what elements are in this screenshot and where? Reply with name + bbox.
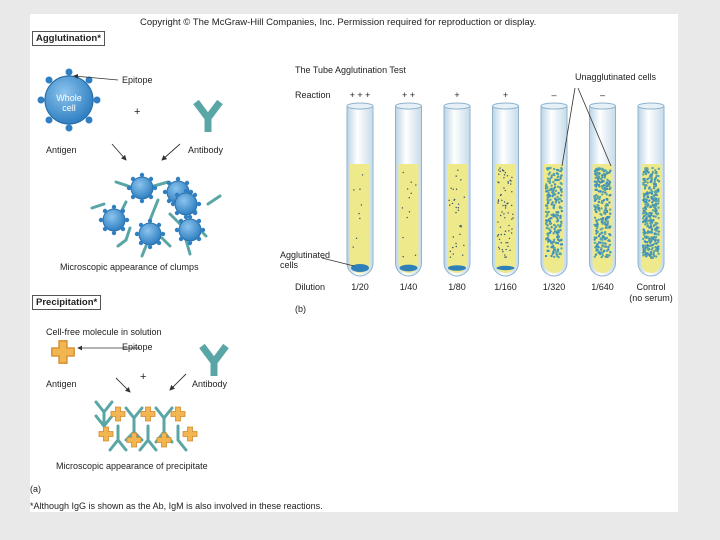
- tube-dilution: 1/640: [591, 282, 614, 292]
- label-pointers: [321, 87, 612, 267]
- test-tube: [346, 102, 374, 277]
- tube-fluid: [447, 164, 467, 273]
- panel-a-label: (a): [30, 484, 41, 494]
- precipitate-caption: Microscopic appearance of precipitate: [56, 461, 208, 471]
- tube-reaction: +: [502, 90, 509, 100]
- test-tube: [492, 102, 519, 277]
- antigen-label-precipitation: Antigen: [46, 379, 77, 389]
- tube-test-title: The Tube Agglutination Test: [295, 65, 406, 75]
- test-tube: [540, 102, 568, 277]
- precipitate-lattice: [94, 400, 198, 452]
- test-tube: [589, 102, 616, 277]
- agglutination-header: Agglutination*: [32, 31, 105, 46]
- figure: Copyright © The McGraw-Hill Companies, I…: [30, 14, 678, 512]
- antibody-label-precipitation: Antibody: [192, 379, 228, 389]
- whole-cell: [37, 68, 101, 132]
- precipitation-header: Precipitation*: [32, 295, 102, 310]
- dilution-label: Dilution: [295, 282, 326, 292]
- tube-dilution: Control (no serum): [629, 282, 673, 303]
- tube-dilution: 1/80: [448, 282, 466, 292]
- antibody-icon: [199, 343, 229, 376]
- agglutinated-sediment: [351, 264, 369, 272]
- tube-dilution: 1/40: [399, 282, 418, 292]
- agglutinated-label: Agglutinated cells: [280, 250, 331, 270]
- tube-rack: [346, 102, 665, 277]
- tube-dilution: 1/20: [351, 282, 369, 292]
- antigen-label: Antigen: [46, 145, 77, 155]
- reaction-label: Reaction: [295, 90, 331, 100]
- antibody-label: Antibody: [188, 145, 224, 155]
- tube-reaction: +: [454, 90, 460, 100]
- panel-b-label: (b): [295, 304, 306, 314]
- epitope-label: Epitope: [122, 75, 153, 85]
- whole-cell-label: Whole cell: [56, 93, 82, 113]
- test-tube: [637, 102, 665, 277]
- tube-fluid: [495, 164, 516, 273]
- tube-reaction: + + +: [349, 90, 371, 100]
- tube-reaction: –: [551, 90, 557, 100]
- figure-artwork: [37, 68, 665, 452]
- arrow-icon: [115, 377, 131, 393]
- test-tube: [395, 102, 422, 277]
- unagglutinated-label: Unagglutinated cells: [575, 72, 657, 82]
- tube-reaction: –: [599, 90, 605, 100]
- arrow-icon: [111, 143, 127, 161]
- agglutination-clump: [90, 172, 222, 258]
- agglutinated-sediment: [448, 265, 466, 271]
- agglutinated-sediment: [399, 264, 418, 272]
- tube-dilution: 1/320: [542, 282, 566, 292]
- tube-reaction: + +: [401, 90, 415, 100]
- arrow-icon: [161, 143, 181, 161]
- cell-free-label: Cell-free molecule in solution: [46, 327, 162, 337]
- arrow-icon: [169, 373, 187, 391]
- tube-fluid: [398, 164, 419, 273]
- antibody-icon: [193, 99, 223, 132]
- agglutinated-sediment: [496, 265, 515, 271]
- plus-sign: +: [134, 106, 141, 118]
- clumps-caption: Microscopic appearance of clumps: [60, 262, 199, 272]
- footnote: *Although IgG is shown as the Ab, IgM is…: [30, 501, 323, 511]
- tube-dilution: 1/160: [494, 282, 517, 292]
- antigen-molecule-icon: [51, 340, 75, 364]
- plus-sign: +: [140, 371, 147, 383]
- test-tube: [443, 102, 471, 277]
- epitope-label-precipitation: Epitope: [122, 342, 153, 352]
- epitope-pointer: [73, 73, 119, 81]
- copyright-notice: Copyright © The McGraw-Hill Companies, I…: [140, 17, 537, 28]
